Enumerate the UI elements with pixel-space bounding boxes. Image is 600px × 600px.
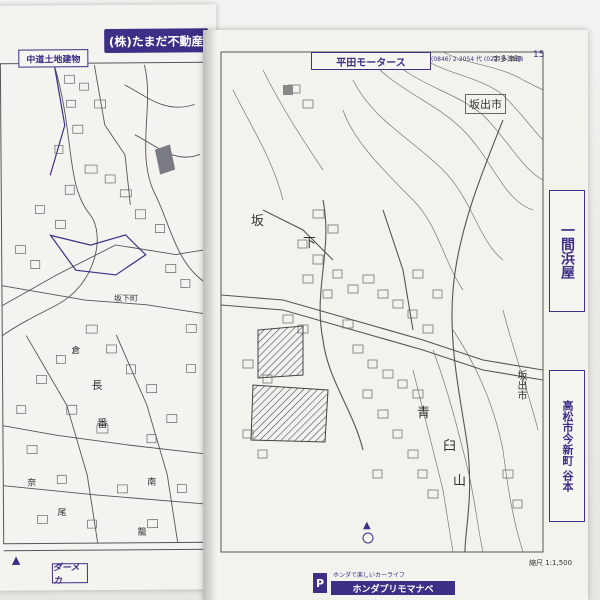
page-heading: 宇多津町 (493, 55, 521, 63)
page-number: 15 (533, 50, 545, 60)
ad-side-ichima: 一間浜屋 (549, 190, 585, 312)
left-map-drawing (0, 61, 211, 552)
area-label-yama: 山 (453, 474, 467, 489)
area-label-shita: 下 (303, 236, 317, 251)
left-label-4: 南 (147, 477, 157, 488)
right-map-page: 平田モータース (0846) 2-2054 代 (022) 3-3188 宇多津… (203, 30, 588, 600)
ad-bottom-left: ダーメカ (51, 563, 88, 586)
area-label-usu: 臼 (443, 439, 457, 454)
area-label-ao: 青 (417, 406, 431, 421)
left-map-page: 中道土地建物 (株)たまだ不動産 坂下町 倉 長 番 南 尾 籠 奈 ▲ ダーメ… (0, 4, 221, 591)
left-label-6: 籠 (137, 527, 147, 538)
area-label-sakaide-side: 坂出市 (515, 370, 526, 400)
book-gutter-shadow (203, 30, 217, 600)
ad-hirata-phone: (0846) 2-2054 代 (022) 3-3188 (431, 56, 524, 63)
area-label-saka: 坂 (251, 214, 265, 229)
ad-tamada-fudosan: (株)たまだ不動産 (104, 28, 209, 54)
parking-icon: P (313, 573, 327, 593)
ad-honda-sub: ホンダで楽しいカーライフ (333, 572, 406, 579)
arrow-up-icon: ▲ (363, 520, 371, 531)
ad-hirata-motors: 平田モータース (311, 52, 431, 70)
left-label-sakashita: 坂下町 (113, 293, 139, 303)
ad-side-tanimoto: 高松市今新町 谷本 (549, 370, 585, 522)
arrow-up-icon: ▲ (11, 553, 21, 567)
left-label-5: 尾 (57, 508, 67, 519)
right-map-drawing (220, 51, 544, 553)
area-label-sakaide-top: 坂出市 (465, 94, 506, 114)
left-label-2: 長 (91, 379, 103, 393)
left-label-7: 奈 (27, 478, 37, 489)
ad-nakamichi: 中道土地建物 (18, 49, 89, 68)
left-label-3: 番 (96, 416, 108, 431)
left-label-1: 倉 (71, 346, 81, 357)
ad-honda-primo: ホンダプリモマナベ (331, 581, 455, 595)
map-scale: 縮尺 1:1,500 (529, 559, 573, 567)
